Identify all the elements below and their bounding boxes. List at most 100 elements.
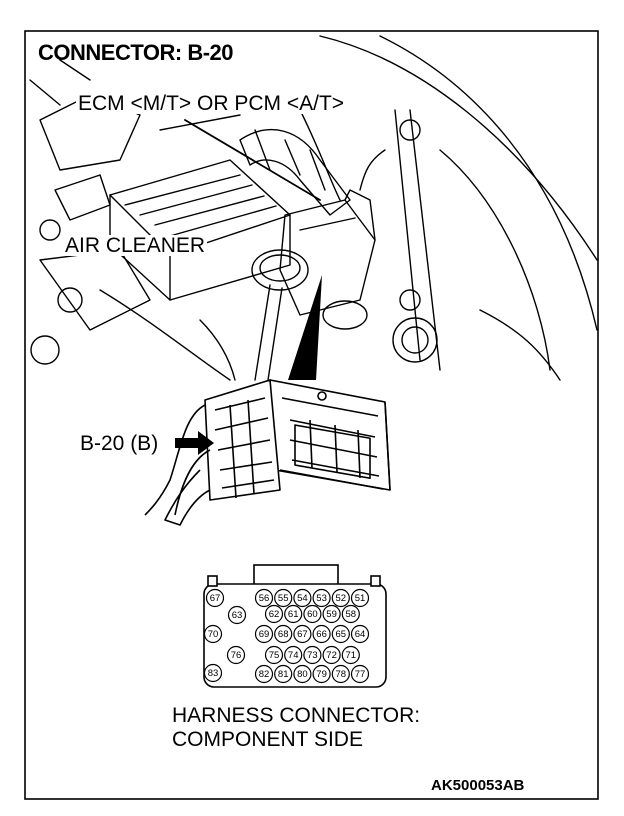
pin-73: 73 <box>303 645 322 665</box>
pin-circle <box>274 624 293 644</box>
pin-58: 58 <box>341 604 360 624</box>
pin-label: 60 <box>307 609 318 620</box>
pin-circle <box>284 645 303 665</box>
pin-circle <box>303 604 322 624</box>
pin-circle <box>227 605 247 625</box>
pin-label: 77 <box>355 669 366 680</box>
connector-pins: 56 55 54 53 52 51 62 61 60 59 58 69 68 67 66 65 64 75 74 73… <box>203 588 370 684</box>
pin-circle <box>341 645 360 665</box>
page-title: CONNECTOR: B-20 <box>38 40 234 65</box>
pin-circle <box>203 663 223 683</box>
pin-label: 81 <box>278 669 289 680</box>
pin-63: 63 <box>227 605 247 625</box>
pin-circle <box>303 645 322 665</box>
pin-label: 58 <box>346 609 357 620</box>
pin-71: 71 <box>341 645 360 665</box>
pin-label: 64 <box>355 629 366 640</box>
pin-label: 76 <box>231 650 242 661</box>
pin-circle <box>205 588 225 608</box>
figure-code: AK500053AB <box>431 777 525 794</box>
pin-label: 67 <box>297 629 308 640</box>
pin-circle <box>331 588 350 608</box>
pin-circle <box>274 664 293 684</box>
pin-81: 81 <box>274 664 293 684</box>
pin-83: 83 <box>203 663 223 683</box>
pin-66: 66 <box>312 624 331 644</box>
pin-82: 82 <box>254 664 274 684</box>
pin-circle <box>350 588 370 608</box>
pin-circle <box>293 624 312 644</box>
pin-51: 51 <box>350 588 370 608</box>
pin-72: 72 <box>322 645 341 665</box>
pin-label: 83 <box>208 668 219 679</box>
pin-59: 59 <box>322 604 341 624</box>
leader-pointer <box>288 275 322 380</box>
pin-65: 65 <box>331 624 350 644</box>
pin-label: 65 <box>336 629 347 640</box>
pin-label: 52 <box>336 593 347 604</box>
pin-77: 77 <box>350 664 370 684</box>
pin-label: 51 <box>355 593 366 604</box>
pin-circle <box>264 604 284 624</box>
ecm-enlarged-view <box>144 379 391 526</box>
pin-label: 80 <box>297 669 308 680</box>
pin-label: 73 <box>307 650 318 661</box>
pin-circle <box>312 664 331 684</box>
pin-label: 66 <box>316 629 327 640</box>
pin-circle <box>226 645 246 665</box>
pin-label: 59 <box>326 609 337 620</box>
pin-label: 70 <box>208 629 219 640</box>
pin-label: 53 <box>316 593 327 604</box>
pin-61: 61 <box>284 604 303 624</box>
pin-64: 64 <box>350 624 370 644</box>
pin-circle <box>331 664 350 684</box>
pin-circle <box>264 645 284 665</box>
pin-circle <box>350 624 370 644</box>
pin-62: 62 <box>264 604 284 624</box>
pin-circle <box>341 604 360 624</box>
pin-label: 54 <box>297 593 308 604</box>
pin-76: 76 <box>226 645 246 665</box>
pin-label: 56 <box>259 593 270 604</box>
pin-75: 75 <box>264 645 284 665</box>
pin-label: 67 <box>210 593 221 604</box>
pin-circle <box>350 664 370 684</box>
pin-53: 53 <box>312 588 331 608</box>
pin-69: 69 <box>254 624 274 644</box>
pin-74: 74 <box>284 645 303 665</box>
pin-circle <box>274 588 293 608</box>
pin-circle <box>254 624 274 644</box>
pin-79: 79 <box>312 664 331 684</box>
pin-label: 69 <box>259 629 270 640</box>
pin-circle <box>254 588 274 608</box>
pin-circle <box>312 588 331 608</box>
pin-78: 78 <box>331 664 350 684</box>
pin-80: 80 <box>293 664 312 684</box>
pin-55: 55 <box>274 588 293 608</box>
figure-frame <box>24 30 599 800</box>
pin-70: 70 <box>203 624 223 644</box>
pin-circle <box>331 624 350 644</box>
pin-circle <box>254 664 274 684</box>
pin-circle <box>293 588 312 608</box>
pin-label: 82 <box>259 669 270 680</box>
pin-68: 68 <box>274 624 293 644</box>
ecm-label: ECM <M/T> OR PCM <A/T> <box>76 92 347 115</box>
pin-label: 55 <box>278 593 289 604</box>
pin-label: 68 <box>278 629 289 640</box>
pin-circle <box>284 604 303 624</box>
pin-circle <box>322 645 341 665</box>
pin-label: 72 <box>326 650 337 661</box>
pin-label: 71 <box>346 650 357 661</box>
pin-60: 60 <box>303 604 322 624</box>
pin-label: 61 <box>288 609 299 620</box>
pin-67: 67 <box>293 624 312 644</box>
pin-circle <box>322 604 341 624</box>
pin-52: 52 <box>331 588 350 608</box>
pin-54: 54 <box>293 588 312 608</box>
pin-label: 75 <box>269 650 280 661</box>
connector-ref-label: B-20 (B) <box>80 432 159 455</box>
pin-label: 79 <box>316 669 327 680</box>
pin-67: 67 <box>205 588 225 608</box>
